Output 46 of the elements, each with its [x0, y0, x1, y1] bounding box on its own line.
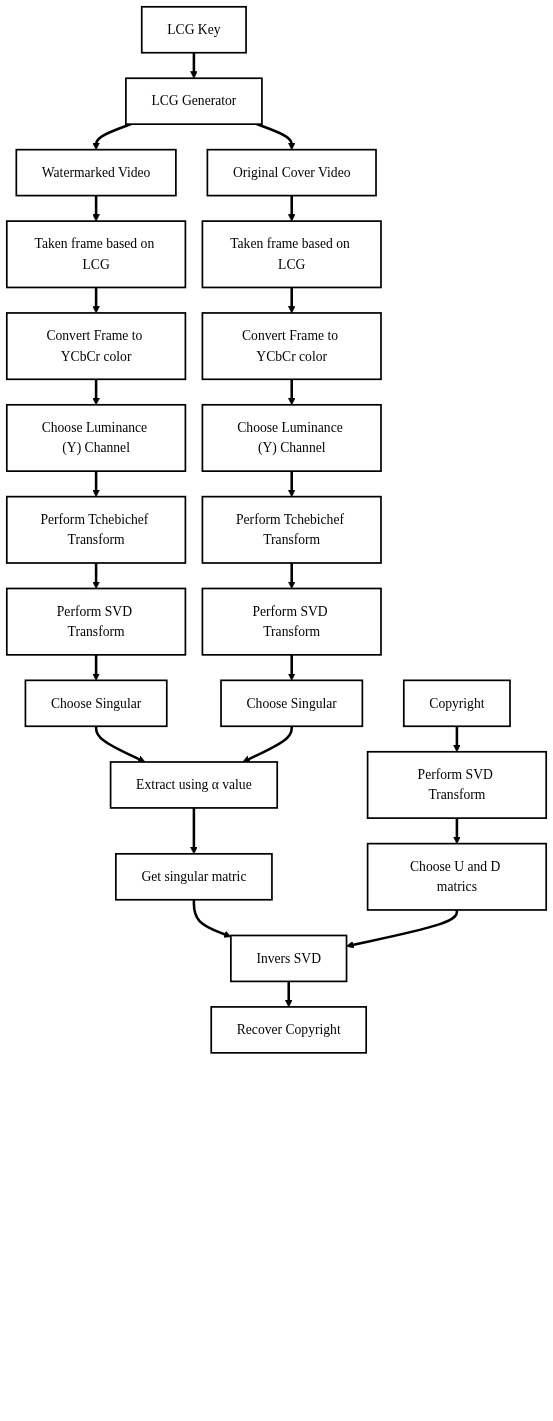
node-box: Taken frame based on LCG — [201, 220, 382, 289]
node-box: Choose U and D matrics — [366, 842, 548, 911]
arrow — [92, 563, 100, 589]
arrow — [287, 563, 296, 589]
arrow — [92, 122, 132, 150]
arrow — [453, 818, 461, 844]
node-box: Taken frame based on LCG — [5, 220, 187, 289]
node-box: Get singular matric — [115, 853, 273, 901]
node-box: Copyright — [402, 679, 511, 728]
arrow — [92, 654, 100, 681]
node-box: Choose Luminance (Y) Channel — [5, 403, 187, 472]
node-box: Perform SVD Transform — [366, 750, 548, 819]
node-box: Choose Singular — [24, 679, 168, 728]
arrow — [287, 287, 296, 314]
arrow — [284, 981, 293, 1008]
arrow — [92, 195, 100, 222]
arrow — [287, 379, 296, 406]
arrow — [287, 654, 296, 681]
arrow — [346, 909, 459, 949]
node-box: Choose Luminance (Y) Channel — [201, 403, 382, 472]
arrow — [92, 379, 100, 406]
node-box: Perform Tchebichef Transform — [5, 495, 187, 564]
node-box: Extract using α value — [109, 761, 279, 809]
node-box: Invers SVD — [230, 934, 348, 983]
arrow — [92, 471, 100, 497]
arrow — [92, 287, 100, 314]
node-box: Perform Tchebichef Transform — [201, 495, 382, 564]
node-box: Recover Copyright — [210, 1006, 368, 1054]
arrow — [256, 122, 296, 150]
node-box: LCG Key — [140, 5, 247, 54]
node-box: Perform SVD Transform — [5, 587, 187, 656]
node-box: LCG Generator — [125, 77, 263, 125]
arrow — [190, 52, 198, 79]
arrow — [192, 899, 232, 938]
arrow — [287, 471, 296, 497]
arrow — [453, 726, 461, 753]
arrow — [94, 726, 146, 763]
node-box: Choose Singular — [220, 679, 364, 728]
arrow — [190, 807, 198, 855]
arrow — [287, 195, 296, 222]
node-box: Perform SVD Transform — [201, 587, 382, 656]
node-box: Convert Frame to YCbCr color — [201, 312, 382, 381]
node-box: Watermarked Video — [15, 148, 177, 197]
node-box: Original Cover Video — [206, 148, 377, 197]
node-box: Convert Frame to YCbCr color — [5, 312, 187, 381]
arrow — [242, 726, 293, 763]
